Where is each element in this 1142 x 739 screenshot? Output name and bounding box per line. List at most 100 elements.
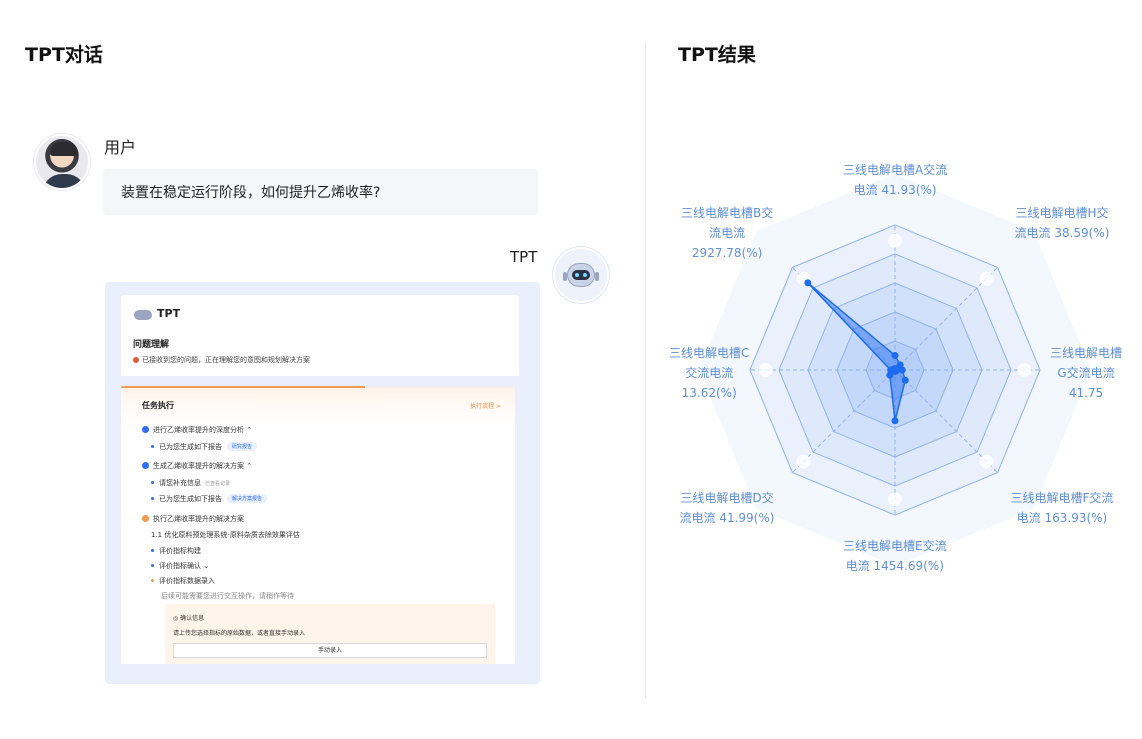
radar-axis-label-line: 电流 163.93(%): [1016, 511, 1108, 525]
radar-axis-line: [792, 369, 896, 473]
radar-axis-label: 三线电解电槽D交流电流 41.99(%): [680, 488, 775, 528]
bullet-icon: [151, 564, 154, 567]
confirm-description: 请上传您选择指标的原始数据，或者直接手动录入: [173, 630, 306, 637]
bullet-icon: [151, 579, 154, 582]
radar-axis-label-line: 电流 41.93(%): [853, 183, 937, 197]
status-line: 已接收到您的问题，正在理解您的意图和规划解决方案: [133, 355, 310, 365]
task-step-text: 进行乙烯收率提升的深度分析: [153, 426, 244, 434]
task-wait-note: 后续可能需要您进行交互操作，请稍作等待: [161, 592, 294, 600]
running-icon: [142, 515, 149, 522]
task-header-bg: [121, 388, 515, 422]
radar-axis-marker: [979, 271, 994, 286]
task-step-text: 已为您生成如下报告: [159, 443, 222, 451]
bullet-icon: [151, 497, 154, 500]
radar-axis-label: 三线电解电槽C 交流电流 13.62(%): [669, 343, 749, 403]
radar-axis-line: [894, 267, 998, 371]
solution-report-tag[interactable]: 解决方案报告: [227, 494, 268, 503]
radar-axis-label-line: 三线电解电槽: [1050, 346, 1123, 360]
radar-axis-marker: [888, 233, 902, 248]
radar-axis-label-line: 流电流 38.59(%): [1014, 226, 1110, 240]
status-text: 已接收到您的问题，正在理解您的意图和规划解决方案: [142, 356, 310, 364]
radar-axis-label: 三线电解电槽E交流电流 1454.69(%): [843, 536, 947, 576]
radar-axis-label-line: 2927.78(%): [691, 246, 763, 260]
view-record-link[interactable]: 已查看记录: [205, 481, 231, 487]
user-avatar: [34, 134, 90, 190]
radar-axis-label-line: 三线电解电槽H交: [1015, 206, 1109, 220]
radar-axis-label-line: 13.62(%): [681, 386, 737, 400]
radar-svg: [699, 174, 1091, 566]
robot-eye-left: [575, 273, 579, 277]
task-substep: 1.1 优化原料预处理系统-原料杂质去除效果评估: [151, 530, 300, 540]
radar-axis-label: 三线电解电槽A交流电流 41.93(%): [843, 160, 947, 200]
radar-data-point: [901, 376, 909, 384]
task-step[interactable]: 执行乙烯收率提升的解决方案: [142, 514, 244, 524]
radar-axis-label-line: 三线电解电槽C: [669, 346, 750, 360]
radar-axis-marker: [888, 492, 902, 507]
radar-axis-label: 三线电解电槽F交流电流 163.93(%): [1011, 488, 1114, 528]
task-substep: 请您补充信息已查看记录: [151, 478, 230, 488]
right-panel-title: TPT结果: [678, 44, 756, 66]
radar-axis-marker: [758, 363, 773, 377]
radar-axis-label: 三线电解电槽 G交流电流 41.75: [1050, 343, 1122, 403]
radar-axis-label-line: 流电流: [709, 226, 746, 240]
radar-data-point: [804, 279, 812, 287]
radar-axis-marker: [796, 454, 811, 469]
radar-data-point: [898, 366, 906, 374]
avatar-shirt: [42, 174, 86, 188]
manual-entry-button[interactable]: 手动录入: [173, 643, 487, 658]
radar-axis-label-line: 41.75: [1068, 386, 1104, 400]
avatar-hair: [50, 142, 78, 156]
task-step[interactable]: 生成乙烯收率提升的解决方案 ⌃: [142, 461, 252, 471]
task-step-text: 1.1 优化原料预处理系统-原料杂质去除效果评估: [151, 531, 300, 539]
radar-axis-line: [894, 369, 998, 473]
tpt-logo-icon: [134, 310, 152, 320]
radar-chart: 三线电解电槽A交流电流 41.93(%) 三线电解电槽H交流电流 38.59(%)…: [650, 150, 1142, 590]
confirm-title: ◎ 确认信息: [173, 615, 205, 622]
report-tag[interactable]: 研究报告: [227, 442, 258, 451]
left-panel-title: TPT对话: [25, 44, 103, 66]
bullet-icon: [151, 549, 154, 552]
radar-axis-label-line: 交流电流: [685, 366, 734, 380]
radar-data-point: [891, 351, 899, 359]
confirm-title-text: 确认信息: [180, 615, 205, 622]
task-step-text: 评价指标确认: [159, 562, 201, 570]
panel-divider: [645, 44, 646, 699]
task-title: 任务执行: [142, 401, 174, 410]
radar-axis-label-line: 三线电解电槽E交流: [843, 539, 947, 553]
task-step-text: 执行乙烯收率提升的解决方案: [153, 515, 244, 523]
problem-understanding-card: TPT 问题理解 已接收到您的问题，正在理解您的意图和规划解决方案: [121, 295, 519, 376]
radar-axis-label: 三线电解电槽H交流电流 38.59(%): [1015, 203, 1110, 243]
radar-axis-marker: [979, 454, 994, 469]
bullet-icon: [151, 445, 154, 448]
robot-ear-left: [563, 272, 567, 281]
task-substep[interactable]: 评价指标确认 ⌄: [151, 561, 209, 571]
task-substep: 评价指标构建: [151, 546, 201, 556]
assistant-response-card: TPT 问题理解 已接收到您的问题，正在理解您的意图和规划解决方案 任务执行 执…: [105, 282, 540, 684]
bullet-icon: [151, 481, 154, 484]
radar-axis-label-line: 三线电解电槽D交: [680, 491, 774, 505]
radar-axis-label-line: 三线电解电槽B交: [681, 206, 774, 220]
radar-axis-label-line: 三线电解电槽F交流: [1010, 491, 1114, 505]
task-substep: 已为您生成如下报告研究报告: [151, 442, 258, 452]
task-substep: 评价指标数据录入: [151, 576, 215, 586]
radar-axis-label: 三线电解电槽B交流电流 2927.78(%): [681, 203, 773, 263]
section-title: 问题理解: [133, 340, 170, 350]
task-step-text: 评价指标数据录入: [159, 577, 215, 585]
task-substep: 已为您生成如下报告解决方案报告: [151, 494, 268, 504]
check-circle-icon: [142, 462, 149, 469]
user-name: 用户: [104, 138, 137, 157]
assistant-name: TPT: [510, 248, 538, 266]
task-step-text: 请您补充信息: [159, 479, 201, 487]
task-execution-card: 任务执行 执行流程 > 进行乙烯收率提升的深度分析 ⌃ 已为您生成如下报告研究报…: [121, 386, 515, 664]
execution-flow-link[interactable]: 执行流程 >: [470, 403, 501, 410]
robot-icon: [563, 263, 599, 287]
radar-axis-marker: [1017, 363, 1032, 377]
task-progress-fill: [121, 386, 366, 388]
assistant-avatar: [553, 247, 609, 303]
confirm-info-box: ◎ 确认信息 请上传您选择指标的原始数据，或者直接手动录入 手动录入: [165, 604, 495, 664]
radar-axis-label-line: 流电流 41.99(%): [679, 511, 775, 525]
task-step-text: 已为您生成如下报告: [159, 495, 222, 503]
radar-axis-label-line: G交流电流: [1057, 366, 1115, 380]
task-step[interactable]: 进行乙烯收率提升的深度分析 ⌃: [142, 425, 252, 435]
robot-ear-right: [595, 272, 599, 281]
